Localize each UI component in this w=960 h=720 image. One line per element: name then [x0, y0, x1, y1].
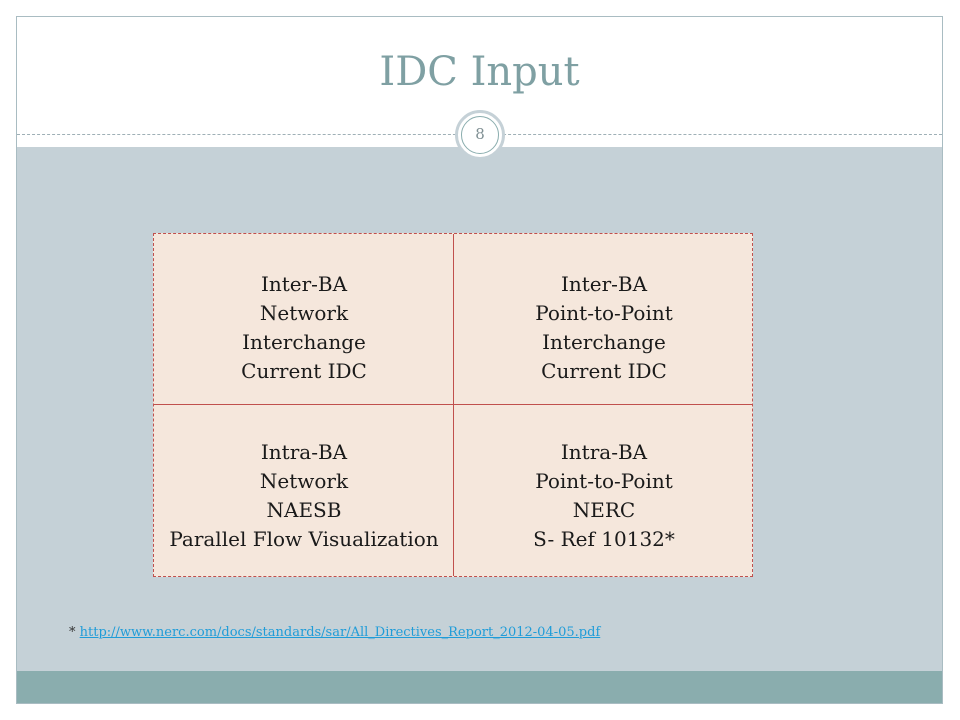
cell-line: NAESB	[266, 498, 342, 522]
cell-intra-ba-network: Intra-BA Network NAESB Parallel Flow Vis…	[154, 438, 454, 554]
cell-line: Inter-BA	[260, 272, 348, 296]
cell-line: Network	[259, 469, 349, 493]
cell-intra-ba-point-to-point: Intra-BA Point-to-Point NERC S- Ref 1013…	[454, 438, 754, 554]
grid-vertical-divider	[453, 234, 454, 576]
cell-line: Intra-BA	[560, 440, 648, 464]
grid-horizontal-divider	[154, 404, 752, 405]
cell-line: Interchange	[542, 330, 666, 354]
slide-title: IDC Input	[379, 49, 580, 95]
cell-line: Interchange	[242, 330, 366, 354]
cell-line: NERC	[572, 498, 636, 522]
footnote-marker: *	[69, 625, 76, 640]
page-number-badge: 8	[455, 110, 505, 160]
cell-line: Current IDC	[541, 359, 667, 383]
cell-line: Inter-BA	[560, 272, 648, 296]
cell-inter-ba-network: Inter-BA Network Interchange Current IDC	[154, 270, 454, 386]
cell-line: Network	[259, 301, 349, 325]
cell-line: Parallel Flow Visualization	[169, 527, 439, 551]
cell-inter-ba-point-to-point: Inter-BA Point-to-Point Interchange Curr…	[454, 270, 754, 386]
cell-line: Current IDC	[241, 359, 367, 383]
cell-line: Point-to-Point	[535, 301, 673, 325]
cell-line: Point-to-Point	[535, 469, 673, 493]
quadrant-grid: Inter-BA Network Interchange Current IDC…	[153, 233, 753, 577]
cell-line: Intra-BA	[260, 440, 348, 464]
cell-line: S- Ref 10132*	[533, 527, 675, 551]
slide: IDC Input 8 Inter-BA Network Interchange…	[16, 16, 943, 704]
footnote: * http://www.nerc.com/docs/standards/sar…	[69, 625, 600, 640]
footnote-link[interactable]: http://www.nerc.com/docs/standards/sar/A…	[79, 625, 601, 640]
page-number: 8	[461, 116, 499, 154]
bottom-band	[17, 671, 942, 703]
